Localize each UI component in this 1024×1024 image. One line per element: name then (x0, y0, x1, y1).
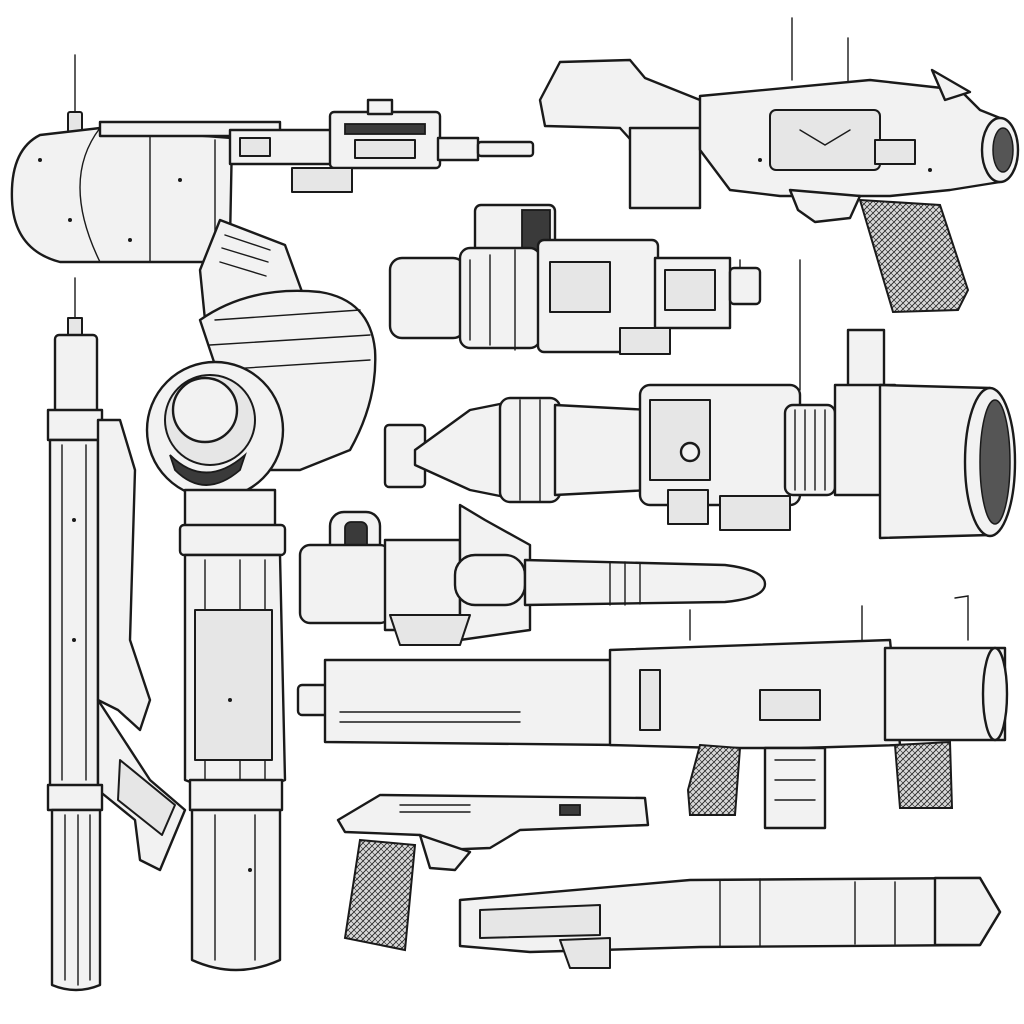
sight-heavy-pistol-icon (538, 17, 1020, 314)
warhead-rocket-launcher-icon (383, 259, 1017, 540)
scope-cannon-icon (388, 203, 762, 355)
tapered-barrel-launcher-icon (298, 503, 767, 646)
vertical-staff-rifle-icon (46, 277, 187, 992)
small-pistol-icon (336, 793, 650, 952)
upright-launcher-icon (145, 218, 377, 972)
dome-blaster-rifle-icon (10, 54, 535, 264)
long-tube-launcher-icon (296, 595, 1009, 830)
tube-blaster-icon (458, 876, 1002, 969)
